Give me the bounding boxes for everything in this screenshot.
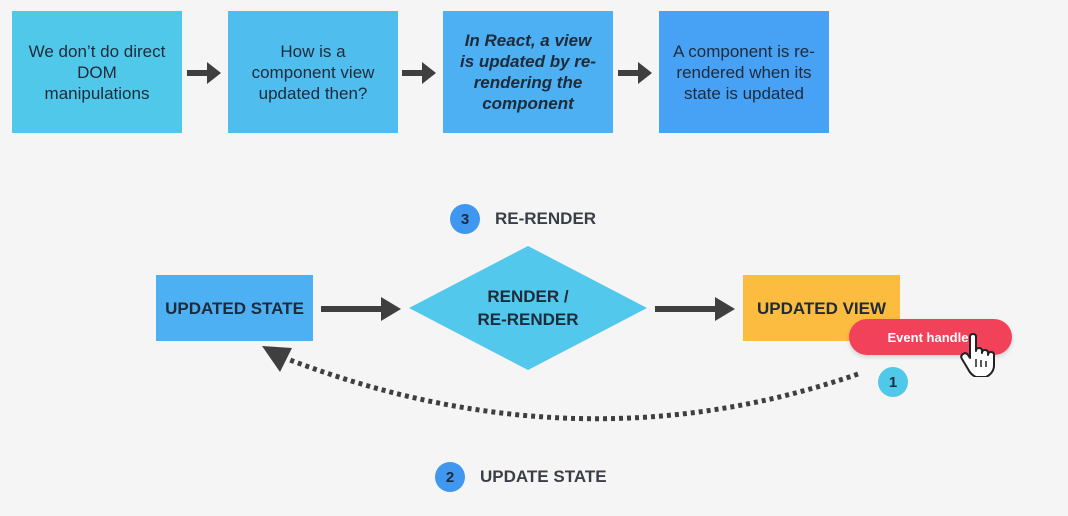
event-handler-label: Event handler [887,329,974,345]
step-3-badge: 3 [450,204,480,234]
concept-box-1-text: We don’t do direct DOM manipulations [28,41,166,103]
render-label: RENDER / RE-RENDER [477,287,579,329]
arrow-3-4-icon [618,62,652,84]
step-2-number: 2 [445,468,455,486]
concept-box-4: A component is re-rendered when its stat… [659,11,829,133]
hand-cursor-icon [960,333,995,377]
step-3-number: 3 [460,210,470,228]
updated-state-label: UPDATED STATE [165,298,304,318]
step-3-label: RE-RENDER [495,209,597,228]
concept-box-3-text: In React, a view is updated by re-render… [459,31,597,113]
updated-state-node: UPDATED STATE [156,275,313,341]
arrow-render-view-icon [655,297,735,321]
concept-box-1: We don’t do direct DOM manipulations [12,11,182,133]
arrow-state-render-icon [321,297,401,321]
render-node: RENDER / RE-RENDER [409,246,647,370]
render-diamond [409,246,647,370]
step-1-badge: 1 [878,367,908,397]
step-1-number: 1 [888,373,898,391]
step-2-label: UPDATE STATE [480,467,607,486]
concept-box-2: How is a component view updated then? [228,11,398,133]
event-handler-button[interactable]: Event handler [849,319,1012,355]
arrow-1-2-icon [187,62,221,84]
concept-box-2-text: How is a component view updated then? [251,41,375,103]
concept-box-4-text: A component is re-rendered when its stat… [673,41,815,103]
concept-box-3: In React, a view is updated by re-render… [443,11,613,133]
step-2-badge: 2 [435,462,465,492]
updated-view-label: UPDATED VIEW [756,298,887,318]
arrow-2-3-icon [402,62,436,84]
updated-view-node: UPDATED VIEW [743,275,900,341]
